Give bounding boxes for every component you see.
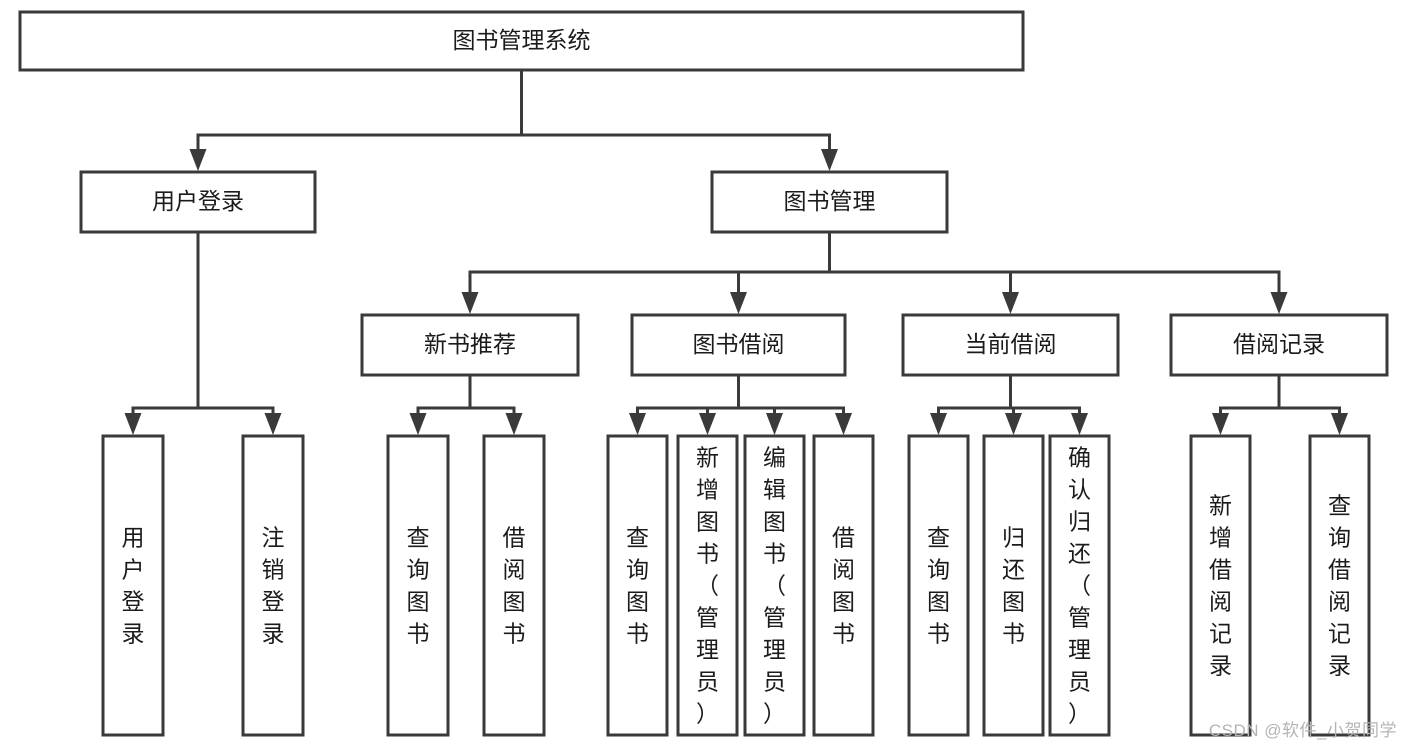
node-newbook[interactable]: 新书推荐 <box>360 313 580 377</box>
node-label-root: 图书管理系统 <box>453 27 591 53</box>
arrow-head-icon <box>1002 292 1019 314</box>
arrow-head-icon <box>461 292 479 314</box>
node-leaf-13[interactable]: 查询借阅记录 <box>1308 434 1371 737</box>
node-box-leaf-11[interactable] <box>1048 434 1111 737</box>
connector-group-current <box>930 373 1088 435</box>
node-label-leaf-06: 新增图书（管理员） <box>696 445 719 727</box>
node-leaf-12[interactable]: 新增借阅记录 <box>1189 434 1252 737</box>
connector-group-borrow <box>629 373 852 435</box>
arrow-head-icon <box>1005 413 1022 435</box>
connector-group-root <box>189 68 838 171</box>
node-leaf-01[interactable]: 用户登录 <box>101 434 165 737</box>
node-box-newbook[interactable] <box>360 313 580 377</box>
node-leaf-11[interactable]: 确认归还（管理员） <box>1048 434 1111 737</box>
arrow-head-icon <box>124 413 142 435</box>
node-label-bookmgmt: 图书管理 <box>784 188 876 214</box>
node-label-leaf-02: 注销登录 <box>262 525 285 647</box>
node-label-leaf-10: 归还图书 <box>1002 525 1025 647</box>
node-box-bookmgmt[interactable] <box>710 170 949 234</box>
arrow-head-icon <box>730 292 747 314</box>
node-leaf-07[interactable]: 编辑图书（管理员） <box>743 434 806 737</box>
node-label-leaf-12: 新增借阅记录 <box>1209 493 1232 679</box>
arrow-head-icon <box>409 413 427 435</box>
connector-group-bookmgmt <box>461 230 1288 314</box>
node-label-records: 借阅记录 <box>1233 331 1325 357</box>
node-current[interactable]: 当前借阅 <box>901 313 1120 377</box>
node-label-newbook: 新书推荐 <box>424 331 516 357</box>
node-label-leaf-08: 借阅图书 <box>832 525 855 647</box>
node-box-leaf-10[interactable] <box>982 434 1045 737</box>
node-leaf-05[interactable]: 查询图书 <box>606 434 669 737</box>
node-label-leaf-07: 编辑图书（管理员） <box>763 445 786 727</box>
arrow-head-icon <box>505 413 523 435</box>
node-label-leaf-13: 查询借阅记录 <box>1328 493 1351 679</box>
arrow-head-icon <box>835 413 852 435</box>
node-root[interactable]: 图书管理系统 <box>18 10 1025 72</box>
connector-group-newbook <box>409 373 523 435</box>
node-leaf-04[interactable]: 借阅图书 <box>482 434 546 737</box>
connector-group-records <box>1212 373 1348 435</box>
node-box-leaf-04[interactable] <box>482 434 546 737</box>
node-box-leaf-05[interactable] <box>606 434 669 737</box>
node-label-leaf-04: 借阅图书 <box>503 525 526 647</box>
arrow-head-icon <box>264 413 282 435</box>
node-box-leaf-02[interactable] <box>241 434 305 737</box>
node-layer: 图书管理系统用户登录图书管理新书推荐图书借阅当前借阅借阅记录用户登录注销登录查询… <box>18 10 1389 737</box>
node-label-borrow: 图书借阅 <box>693 331 785 357</box>
node-box-borrow[interactable] <box>630 313 847 377</box>
node-label-leaf-05: 查询图书 <box>626 525 649 647</box>
node-box-leaf-08[interactable] <box>812 434 875 737</box>
arrow-head-icon <box>930 413 947 435</box>
node-label-leaf-01: 用户登录 <box>122 525 145 647</box>
connector-group-login <box>124 230 282 435</box>
node-box-leaf-13[interactable] <box>1308 434 1371 737</box>
arrow-head-icon <box>1071 413 1088 435</box>
node-bookmgmt[interactable]: 图书管理 <box>710 170 949 234</box>
node-leaf-09[interactable]: 查询图书 <box>907 434 970 737</box>
arrow-head-icon <box>629 413 646 435</box>
node-box-leaf-12[interactable] <box>1189 434 1252 737</box>
connector-layer <box>124 68 1348 435</box>
node-box-leaf-07[interactable] <box>743 434 806 737</box>
node-box-leaf-06[interactable] <box>676 434 739 737</box>
node-login[interactable]: 用户登录 <box>79 170 317 234</box>
node-box-current[interactable] <box>901 313 1120 377</box>
arrow-head-icon <box>1331 413 1348 435</box>
node-leaf-06[interactable]: 新增图书（管理员） <box>676 434 739 737</box>
node-leaf-03[interactable]: 查询图书 <box>386 434 450 737</box>
node-leaf-08[interactable]: 借阅图书 <box>812 434 875 737</box>
node-label-current: 当前借阅 <box>965 331 1057 357</box>
node-box-leaf-09[interactable] <box>907 434 970 737</box>
arrow-head-icon <box>1270 292 1288 314</box>
node-label-login: 用户登录 <box>152 188 244 214</box>
node-borrow[interactable]: 图书借阅 <box>630 313 847 377</box>
node-label-leaf-09: 查询图书 <box>927 525 950 647</box>
arrow-head-icon <box>821 149 838 171</box>
node-label-leaf-03: 查询图书 <box>407 525 430 647</box>
node-box-records[interactable] <box>1169 313 1389 377</box>
node-records[interactable]: 借阅记录 <box>1169 313 1389 377</box>
arrow-head-icon <box>699 413 716 435</box>
node-box-leaf-03[interactable] <box>386 434 450 737</box>
node-box-root[interactable] <box>18 10 1025 72</box>
node-leaf-02[interactable]: 注销登录 <box>241 434 305 737</box>
node-box-login[interactable] <box>79 170 317 234</box>
node-label-leaf-11: 确认归还（管理员） <box>1068 445 1091 727</box>
node-box-leaf-01[interactable] <box>101 434 165 737</box>
arrow-head-icon <box>766 413 783 435</box>
arrow-head-icon <box>1212 413 1229 435</box>
node-leaf-10[interactable]: 归还图书 <box>982 434 1045 737</box>
arrow-head-icon <box>189 149 207 171</box>
